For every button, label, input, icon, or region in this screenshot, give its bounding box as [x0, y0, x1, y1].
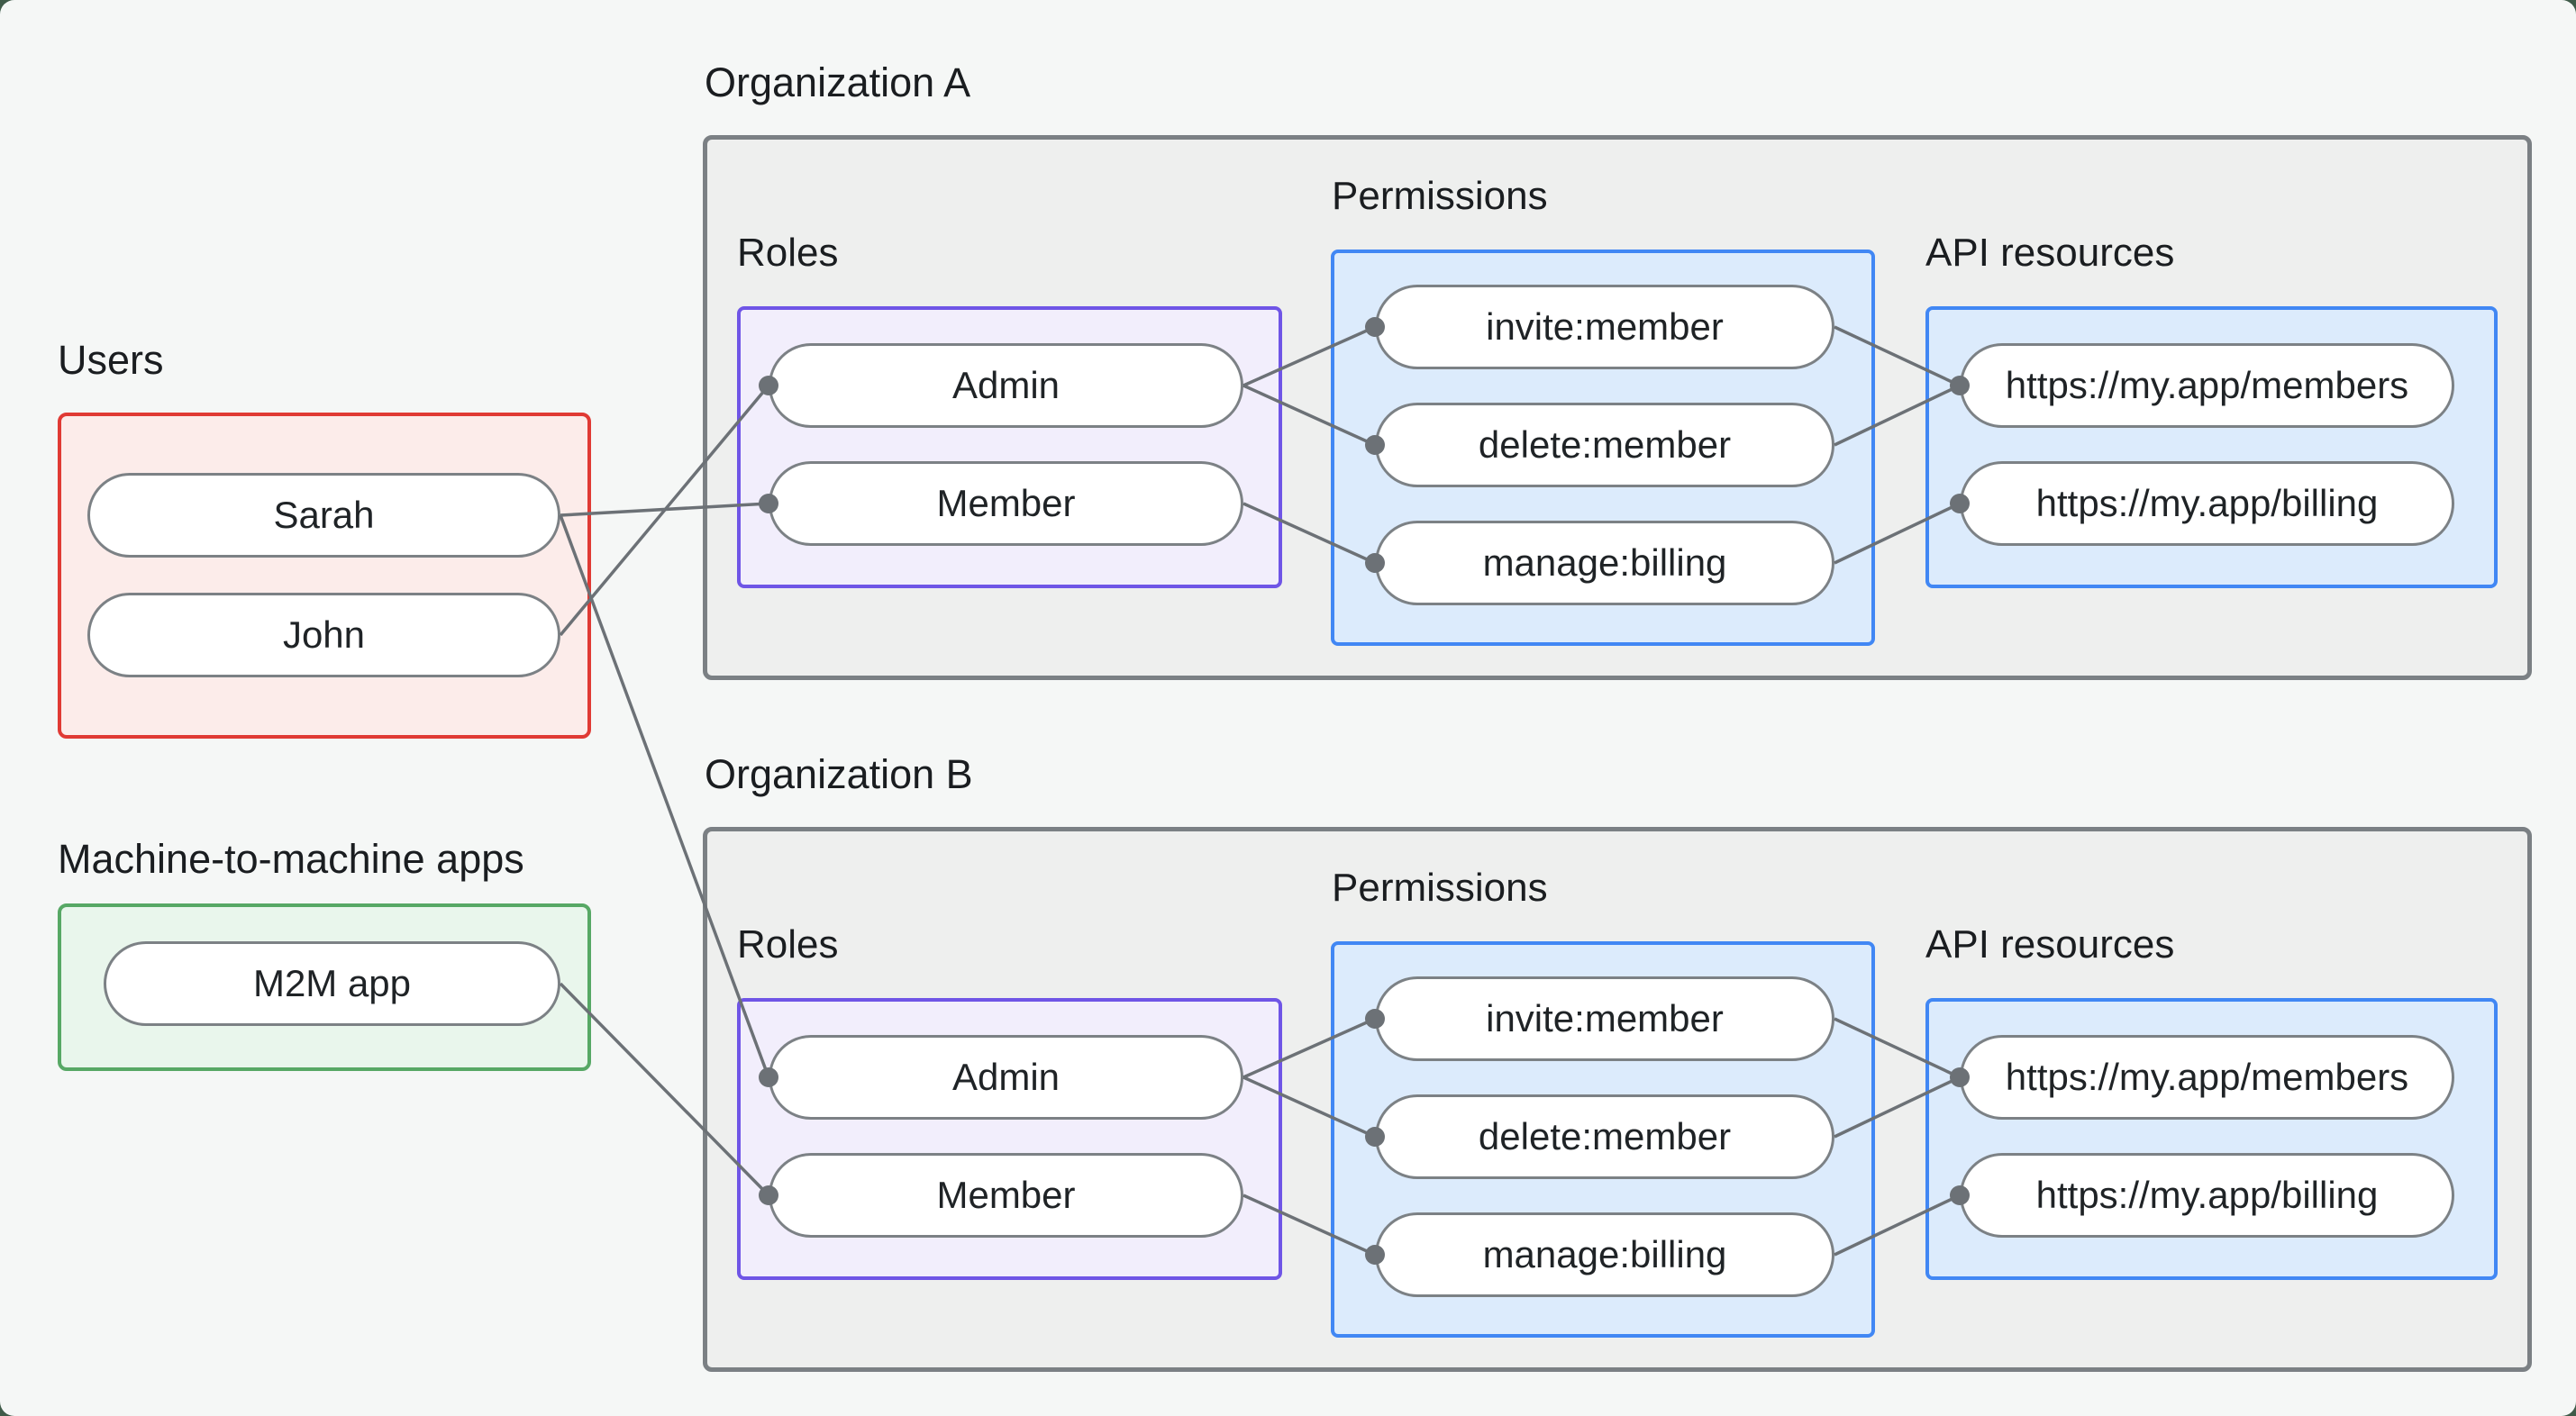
org-b-permissions-box: invite:member delete:member manage:billi… — [1331, 941, 1875, 1338]
users-section-label: Users — [58, 337, 164, 383]
m2m-group-box: M2M app — [58, 903, 591, 1071]
org-a-permission-manage-billing: manage:billing — [1375, 521, 1834, 605]
org-a-roles-box: Admin Member — [737, 306, 1282, 588]
org-a-api-resources-label: API resources — [1925, 231, 2175, 275]
org-a-permission-invite-member: invite:member — [1375, 285, 1834, 369]
org-b-api-members: https://my.app/members — [1960, 1035, 2454, 1120]
org-b-roles-box: Admin Member — [737, 998, 1282, 1280]
org-b-api-resources-box: https://my.app/members https://my.app/bi… — [1925, 998, 2498, 1280]
org-b-api-resources-label: API resources — [1925, 922, 2175, 967]
org-a-box: Roles Admin Member Permissions invite:me… — [703, 135, 2532, 680]
org-b-permissions-label: Permissions — [1332, 866, 1548, 910]
user-node-john: John — [87, 593, 560, 677]
org-b-permission-manage-billing: manage:billing — [1375, 1212, 1834, 1297]
m2m-node-app: M2M app — [104, 941, 560, 1026]
org-b-role-member: Member — [769, 1153, 1243, 1238]
org-b-permission-invite-member: invite:member — [1375, 976, 1834, 1061]
org-a-api-resources-box: https://my.app/members https://my.app/bi… — [1925, 306, 2498, 588]
users-group-box: Sarah John — [58, 413, 591, 739]
org-a-permission-delete-member: delete:member — [1375, 403, 1834, 487]
org-b-permission-delete-member: delete:member — [1375, 1094, 1834, 1179]
org-b-box: Roles Admin Member Permissions invite:me… — [703, 827, 2532, 1372]
org-b-roles-label: Roles — [737, 922, 839, 967]
org-a-permissions-label: Permissions — [1332, 174, 1548, 218]
org-a-permissions-box: invite:member delete:member manage:billi… — [1331, 250, 1875, 646]
org-a-api-members: https://my.app/members — [1960, 343, 2454, 428]
org-b-title: Organization B — [705, 751, 973, 797]
org-a-roles-label: Roles — [737, 231, 839, 275]
user-node-sarah: Sarah — [87, 473, 560, 558]
org-a-role-member: Member — [769, 461, 1243, 546]
org-b-role-admin: Admin — [769, 1035, 1243, 1120]
org-b-api-billing: https://my.app/billing — [1960, 1153, 2454, 1238]
org-a-title: Organization A — [705, 59, 971, 105]
org-a-role-admin: Admin — [769, 343, 1243, 428]
m2m-section-label: Machine-to-machine apps — [58, 836, 524, 882]
org-a-api-billing: https://my.app/billing — [1960, 461, 2454, 546]
